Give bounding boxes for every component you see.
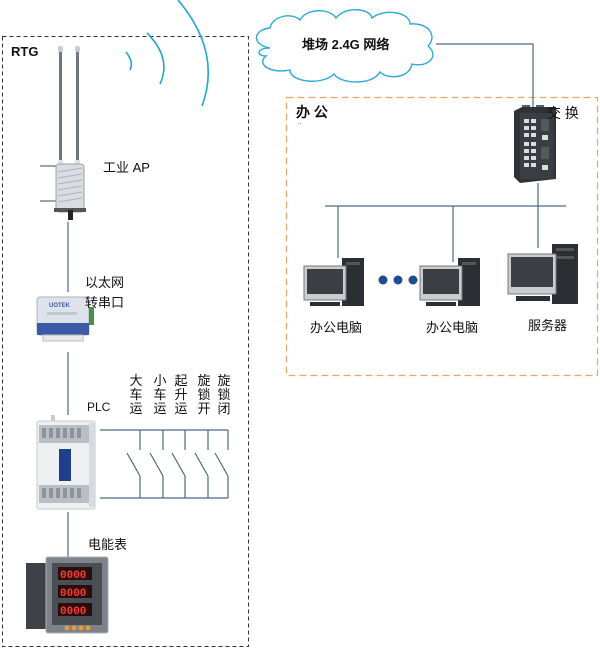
plc-input-label: 起 升 运	[174, 373, 188, 416]
industrial-ap-label: 工业 AP	[103, 160, 150, 175]
office-pc-2-icon	[419, 258, 480, 306]
switch-label: 交 换	[547, 105, 579, 121]
plc-input-label: 大 车 运	[129, 373, 143, 416]
office-pc-1-label: 办公电脑	[310, 320, 363, 335]
plc-input-label: 旋 锁 闭	[217, 373, 231, 416]
office-zone-sublabel: ..	[297, 117, 302, 126]
svg-text:UOTEK: UOTEK	[49, 303, 71, 309]
eth-serial-converter-icon: UOTEK	[36, 296, 94, 342]
eth-serial-label-line2: 转串口	[85, 295, 125, 310]
office-zone-border	[285, 96, 599, 377]
energy-meter-label: 电能表	[88, 537, 128, 552]
meter-display-value: 0000	[60, 588, 86, 600]
plc-icon	[36, 415, 96, 510]
server-label: 服务器	[528, 318, 568, 333]
meter-display-row	[58, 585, 92, 598]
plc-label: PLC	[87, 400, 111, 414]
plc-input-circuit	[100, 429, 229, 499]
eth-serial-label-line1: 以太网	[85, 275, 125, 290]
cloud-switch-link	[436, 43, 534, 107]
office-zone-label: 办 公	[296, 104, 328, 120]
energy-meter-icon: 0000 0000 0000	[26, 556, 109, 634]
plc-input-label: 小 车 运	[153, 373, 167, 416]
input-switch-contact	[171, 430, 186, 498]
office-pc-2-label: 办公电脑	[426, 320, 479, 335]
input-switch-contact	[126, 430, 141, 498]
rtg-zone-border	[2, 36, 249, 647]
industrial-ap-icon	[40, 46, 86, 220]
cloud-label: 堆场 2.4G 网络	[302, 37, 390, 52]
plc-input-label: 旋 锁 开	[197, 373, 211, 416]
cloud-shape	[255, 9, 434, 83]
rtg-zone-label: RTG	[11, 44, 39, 59]
input-switch-contact	[194, 430, 209, 498]
meter-display-row	[58, 567, 92, 580]
wifi-signal-icon	[125, 0, 209, 107]
meter-display-row	[58, 603, 92, 616]
more-dots-icon	[378, 275, 418, 285]
meter-display-value: 0000	[60, 570, 86, 582]
network-switch-icon	[514, 105, 556, 183]
office-pc-1-icon	[303, 258, 364, 306]
server-icon	[507, 244, 578, 304]
input-switch-contact	[149, 430, 164, 498]
meter-display-value: 0000	[60, 606, 86, 618]
input-switch-contact	[214, 430, 229, 498]
